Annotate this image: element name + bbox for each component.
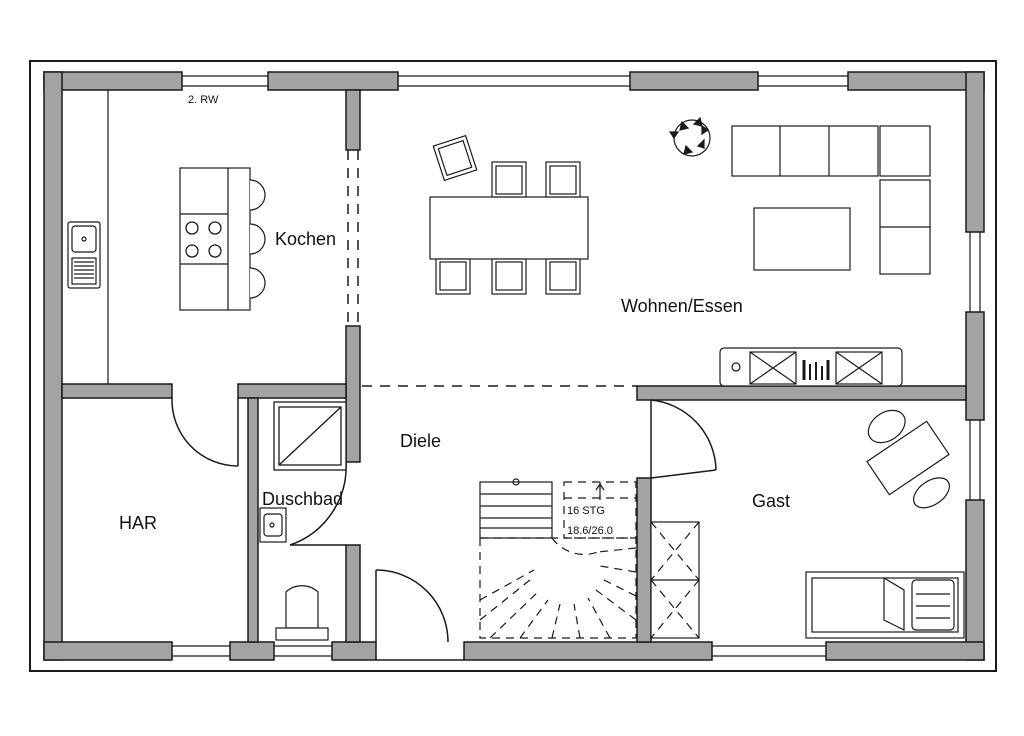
dashed-dividers [347,150,637,387]
room-label-bath: Duschbad [262,489,344,509]
dining-table [429,196,589,260]
window-note-label: 2. RW [188,94,219,106]
doors [171,397,717,643]
interior-walls [61,89,967,643]
kitchen-island [179,167,251,311]
bed-icon [805,571,965,639]
room-label-hall: Diele [400,431,442,451]
washbasin-icon [259,507,287,543]
plan-frame [29,60,997,672]
dining-chairs [432,134,581,295]
windows [172,75,981,657]
cooktop-icon [185,221,222,258]
sofa [731,125,931,275]
exterior-walls [43,71,985,661]
sink-icon [67,221,101,289]
tv-sideboard [719,347,903,387]
desk-with-chair [866,409,950,509]
staircase [479,478,637,639]
shower-icon [273,401,347,471]
wardrobe [650,521,700,639]
room-label-guest: Gast [752,491,791,511]
plant-icon [668,116,711,157]
room-label-living: Wohnen/Essen [621,296,743,316]
toilet-icon [275,585,329,641]
room-label-kitchen: Kochen [275,229,337,249]
coffee-table [753,207,851,271]
room-label-utility: HAR [119,513,158,533]
bar-stools [249,179,266,299]
stairs-ratio-label: 18.6/26.0 [567,525,613,537]
stairs-steps-label: 16 STG [567,505,605,517]
